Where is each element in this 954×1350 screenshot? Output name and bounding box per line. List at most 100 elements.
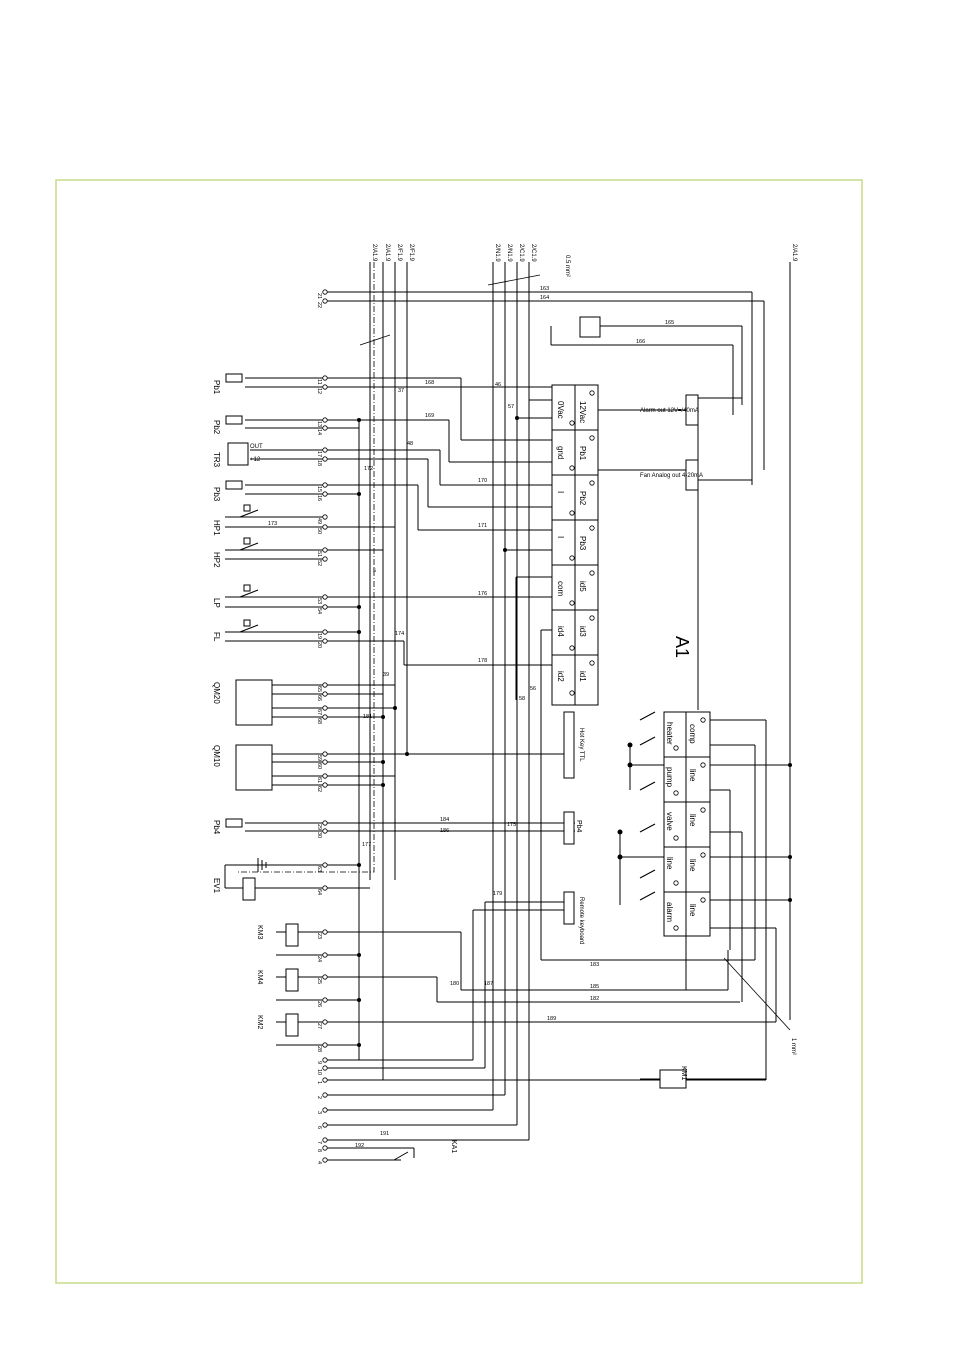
terminal-number: 2 xyxy=(316,1096,322,1099)
wire-number: 169 xyxy=(425,413,434,419)
output-label-right: line xyxy=(688,904,697,917)
terminal-circle xyxy=(322,1019,328,1025)
controller-terminal-right: id1 xyxy=(578,671,587,682)
terminal-number: 49 xyxy=(316,518,322,524)
terminal-number: 22 xyxy=(316,302,322,308)
sensor-lp-label: LP xyxy=(212,598,221,608)
terminal-circle xyxy=(322,604,328,610)
top-ref-label: 2/C1.9 xyxy=(518,244,524,262)
controller-tag: A1 xyxy=(672,636,692,658)
terminal-circle xyxy=(322,885,328,891)
controller-terminal-right: 12Vac xyxy=(578,401,587,423)
controller-terminal-circle xyxy=(569,420,575,426)
controller-terminal-circle xyxy=(589,660,595,666)
sensor-pb3-label: Pb3 xyxy=(212,487,221,502)
wire-section-bottom: 1 mm² xyxy=(790,1038,796,1055)
output-terminal-circle xyxy=(700,852,706,858)
output-terminal-circle xyxy=(700,717,706,723)
output-terminal-circle xyxy=(673,745,679,751)
terminal-circle xyxy=(322,1122,328,1128)
wire-number: 187 xyxy=(484,981,493,987)
top-ref-label: 2/A1.9 xyxy=(371,244,377,262)
output-terminal-circle xyxy=(673,880,679,886)
wire-number: 172 xyxy=(364,466,373,472)
wire-number: 171 xyxy=(478,523,487,529)
output-terminal-circle xyxy=(700,807,706,813)
terminal-circle xyxy=(322,1157,328,1163)
terminal-circle xyxy=(322,682,328,688)
terminal-circle xyxy=(322,751,328,757)
output-label-right: comp xyxy=(688,724,697,744)
wire-number: 177 xyxy=(362,842,371,848)
wire-number: 5 xyxy=(373,568,376,574)
wire-number: 56 xyxy=(530,686,536,692)
wire-number: 164 xyxy=(540,295,549,301)
terminal-number: 53 xyxy=(316,598,322,604)
controller-terminal-left: id4 xyxy=(556,626,565,637)
terminal-circle xyxy=(322,547,328,553)
wire-number: 184 xyxy=(440,817,449,823)
terminal-circle xyxy=(322,384,328,390)
relay-km4-label: KM4 xyxy=(256,970,263,985)
output-label-left: pump xyxy=(665,767,674,788)
terminal-number: 1 xyxy=(316,1081,322,1084)
terminal-circle xyxy=(322,759,328,765)
terminal-circle xyxy=(322,425,328,431)
terminal-number: 4 xyxy=(316,1161,322,1164)
terminal-circle xyxy=(322,691,328,697)
wire-number: 58 xyxy=(519,696,525,702)
terminal-number: 30 xyxy=(316,832,322,838)
terminal-circle xyxy=(322,773,328,779)
controller-terminal-circle xyxy=(569,690,575,696)
terminal-number: 24 xyxy=(316,956,322,962)
top-ref-label: 2/A1.9 xyxy=(384,244,390,262)
output-label-left: line xyxy=(665,857,674,870)
wire-number: 170 xyxy=(478,478,487,484)
terminal-number: 3 xyxy=(316,1111,322,1114)
top-ref-label: 2/F1.9 xyxy=(396,244,402,262)
wire-number: 175 xyxy=(507,822,516,828)
controller-terminal-circle xyxy=(569,465,575,471)
terminal-number: 8 xyxy=(316,1149,322,1152)
controller-terminal-circle xyxy=(569,645,575,651)
fan-out-label: Fan Analog out 4-20mA xyxy=(640,473,703,479)
output-label-right: line xyxy=(688,769,697,782)
wires xyxy=(224,262,791,1161)
hot-key-label: Hot Key TTL xyxy=(578,728,584,762)
terminal-circle xyxy=(322,456,328,462)
switch-symbols xyxy=(239,504,656,1161)
controller-terminal-left: I xyxy=(556,536,565,538)
terminal-circle xyxy=(322,929,328,935)
terminal-circle xyxy=(322,1077,328,1083)
terminal-circle xyxy=(322,638,328,644)
terminal-number: 64 xyxy=(316,889,322,895)
junction-dots xyxy=(357,416,792,1047)
controller-terminal-left: 0Vac xyxy=(556,401,565,419)
shield-line xyxy=(236,262,375,873)
terminal-number: 19 xyxy=(316,633,322,639)
controller-terminal-left: I xyxy=(556,491,565,493)
controller-terminal-circle xyxy=(589,480,595,486)
terminal-number: 62 xyxy=(316,786,322,792)
output-terminal-circle xyxy=(700,762,706,768)
wire-number: 181 xyxy=(363,714,372,720)
wire-number: 192 xyxy=(355,1143,364,1149)
wire-number: 48 xyxy=(407,441,413,447)
tr3-12-label: +12 xyxy=(250,457,261,463)
terminal-circle xyxy=(322,820,328,826)
terminal-number: 63 xyxy=(316,866,322,872)
terminal-number: 21 xyxy=(316,293,322,299)
wire-number: 179 xyxy=(493,891,502,897)
terminal-circle xyxy=(322,556,328,562)
terminal-number: 26 xyxy=(316,1001,322,1007)
terminal-number: 23 xyxy=(316,933,322,939)
terminal-number: 16 xyxy=(316,495,322,501)
terminal-number: 52 xyxy=(316,560,322,566)
sensor-qm10-label: QM10 xyxy=(212,745,221,767)
wire-number: 165 xyxy=(665,320,674,326)
output-terminal-circle xyxy=(700,897,706,903)
controller-terminal-circle xyxy=(589,570,595,576)
wire-number: 173 xyxy=(268,521,277,527)
